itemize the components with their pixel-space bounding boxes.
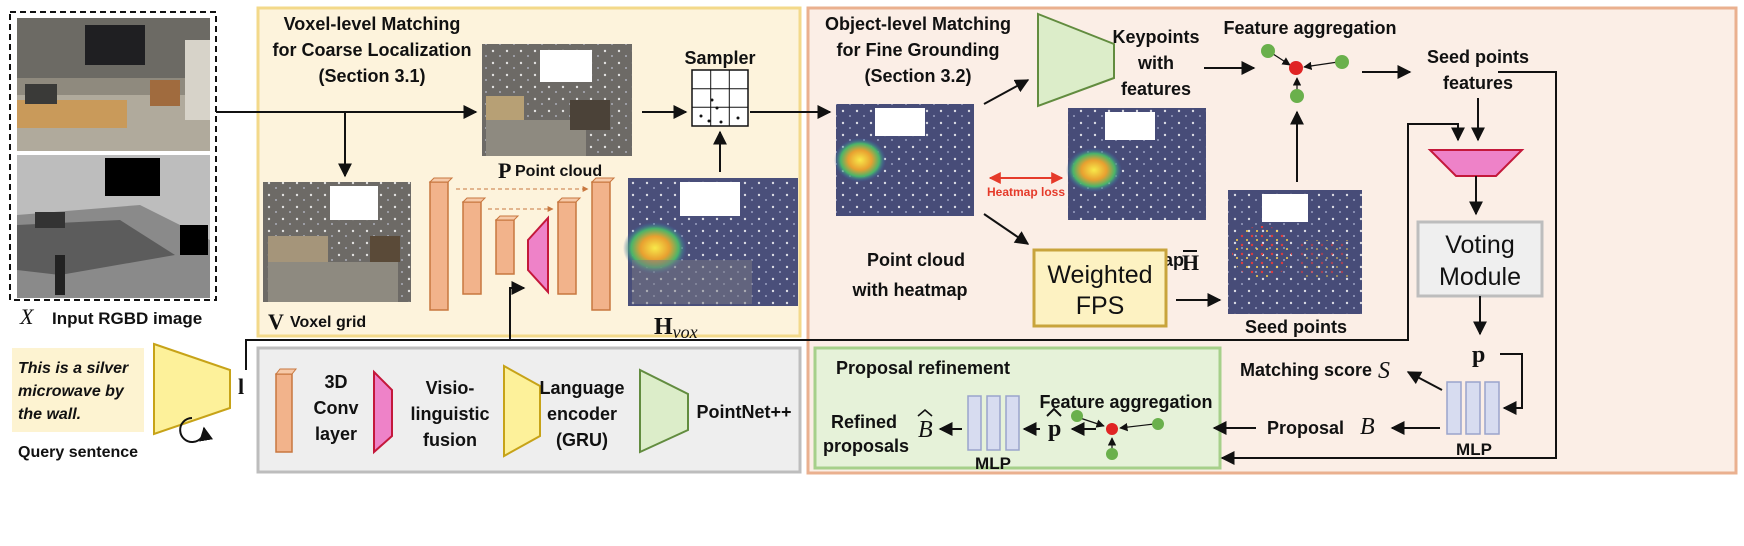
feature-aggregation-label: Feature aggregation (1223, 18, 1396, 38)
refinement-aggregation-icon (1071, 410, 1164, 460)
voting-module-line-1: Voting (1445, 231, 1515, 259)
legend-language-line-1: Language (539, 378, 624, 398)
voxel-title-line-3: (Section 3.1) (318, 66, 425, 86)
sampler-label: Sampler (684, 48, 755, 68)
mlp-block (1446, 381, 1500, 435)
line-query-to-voting (245, 123, 1465, 370)
mlp-label: MLP (1456, 440, 1492, 459)
fusion-trapezoid-icon (1427, 149, 1525, 177)
b-hat-symbol: B (918, 417, 933, 443)
voting-module-line-2: Module (1439, 263, 1521, 291)
legend-conv-line-2: Conv (314, 398, 359, 418)
voxel-grid-image (263, 182, 411, 302)
object-title-line-3: (Section 3.2) (864, 66, 971, 86)
pointcloud-heatmap-image (834, 104, 974, 216)
arrow-mlp-to-score (1406, 371, 1443, 391)
matching-score-label: Matching score (1240, 360, 1372, 380)
legend-conv-line-1: 3D (324, 372, 347, 392)
object-title-line-1: Object-level Matching (825, 14, 1011, 34)
seed-features-label-line-2: features (1443, 73, 1513, 93)
query-sentence-label: Query sentence (18, 444, 138, 461)
voxel-grid-label: Voxel grid (290, 314, 366, 331)
legend-fusion-line-3: fusion (423, 430, 477, 450)
conv-block-2 (462, 201, 482, 295)
legend-language-line-3: (GRU) (556, 430, 608, 450)
rgb-image (17, 18, 210, 151)
weighted-fps-line-1: Weighted (1047, 261, 1152, 289)
object-title-line-2: for Fine Grounding (837, 40, 1000, 60)
legend-fusion-line-2: linguistic (410, 404, 489, 424)
voxel-title-line-2: for Coarse Localization (272, 40, 471, 60)
arrow-p-to-mlp (1500, 353, 1523, 415)
proposal-symbol: B (1360, 414, 1375, 440)
sampler-grid-icon (691, 69, 749, 127)
refined-label-line-1: Refined (831, 412, 897, 432)
seed-points-image (1228, 190, 1362, 314)
refined-label-line-2: proposals (823, 436, 909, 456)
gt-heatmap-image (1066, 108, 1206, 220)
keypoints-label-line-2: with (1137, 53, 1174, 73)
encoder-trapezoid-icon (153, 342, 231, 436)
query-text-line-3: the wall. (18, 406, 81, 423)
input-x-symbol: X (19, 304, 35, 329)
depth-image (17, 155, 210, 298)
gt-heatmap-symbol: H (1182, 250, 1199, 275)
conv-block-4 (557, 201, 577, 295)
legend-pointnet-icon (639, 368, 689, 454)
legend-conv-icon (274, 368, 298, 453)
voxel-title-line-1: Voxel-level Matching (284, 14, 461, 34)
pc-heatmap-label-line-2: with heatmap (851, 280, 967, 300)
point-cloud-label: Point cloud (515, 163, 602, 180)
feature-aggregation-icon (1261, 44, 1349, 103)
rotate-arrow-icon (179, 417, 213, 443)
p-hat-symbol: p (1048, 416, 1061, 442)
conv-block-3 (495, 219, 515, 275)
point-cloud-symbol: P (498, 158, 511, 183)
conv-unet (428, 177, 616, 311)
legend-fusion-icon (373, 369, 393, 455)
p-symbol: p (1472, 342, 1485, 368)
legend-language-icon (503, 364, 541, 458)
query-text-line-2: microwave by (18, 383, 125, 400)
heatmap-loss-label: Heatmap loss (987, 185, 1065, 199)
weighted-fps-line-2: FPS (1076, 292, 1125, 320)
legend-fusion-line-1: Visio- (426, 378, 475, 398)
seed-points-label: Seed points (1245, 317, 1347, 337)
point-cloud-image (482, 44, 632, 156)
input-image-frame (9, 11, 217, 301)
query-text-line-1: This is a silver (18, 360, 129, 377)
legend-language-line-2: encoder (547, 404, 617, 424)
voxel-grid-symbol: V (268, 309, 284, 334)
input-image-label: Input RGBD image (52, 309, 202, 328)
conv-block-1 (429, 181, 449, 311)
matching-score-symbol: S (1378, 358, 1390, 384)
fusion-block (527, 215, 549, 295)
refinement-title: Proposal refinement (836, 358, 1010, 378)
hvox-symbol: Hvox (654, 314, 698, 342)
query-sentence-box (12, 348, 144, 432)
refinement-mlp-block (967, 395, 1020, 451)
proposal-label: Proposal (1267, 418, 1344, 438)
pc-heatmap-label-line-1: Point cloud (867, 250, 965, 270)
refinement-aggregation-label: Feature aggregation (1039, 392, 1212, 412)
arrow-l-to-fusion (509, 281, 526, 340)
arrow-pc-to-pointnet (983, 79, 1030, 105)
refinement-mlp-label: MLP (975, 454, 1011, 473)
conv-block-5 (591, 181, 611, 311)
keypoints-label-line-1: Keypoints (1112, 27, 1199, 47)
legend-pointnet-label: PointNet++ (696, 402, 791, 422)
arrow-pc-to-fps (983, 213, 1030, 245)
l-symbol: l (238, 374, 244, 399)
line-seed-features-to-refinement (1220, 71, 1557, 465)
legend-conv-line-3: layer (315, 424, 357, 444)
keypoints-label-line-3: features (1121, 79, 1191, 99)
hvox-heatmap-image (623, 178, 798, 306)
voting-module-box (1416, 220, 1544, 298)
seed-features-label-line-1: Seed points (1427, 47, 1529, 67)
weighted-fps-box (1032, 248, 1168, 328)
pointnet-trapezoid-icon (1037, 12, 1115, 108)
